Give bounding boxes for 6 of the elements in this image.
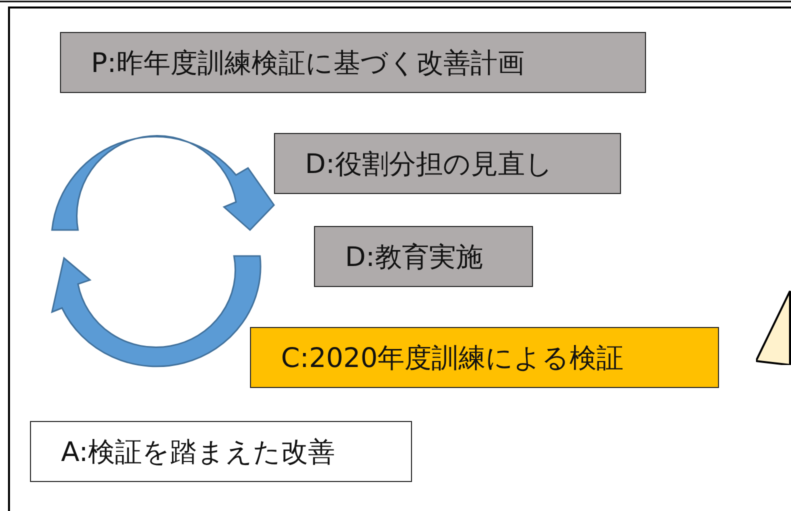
- process-box: C:2020年度訓練による検証: [250, 327, 719, 388]
- process-box: A:検証を踏まえた改善: [30, 421, 412, 482]
- process-box: D:教育実施: [314, 226, 533, 287]
- plan-box: P:昨年度訓練検証に基づく改善計画: [60, 32, 646, 93]
- callout-shape: [756, 290, 791, 365]
- process-box: D:役割分担の見直し: [274, 133, 621, 194]
